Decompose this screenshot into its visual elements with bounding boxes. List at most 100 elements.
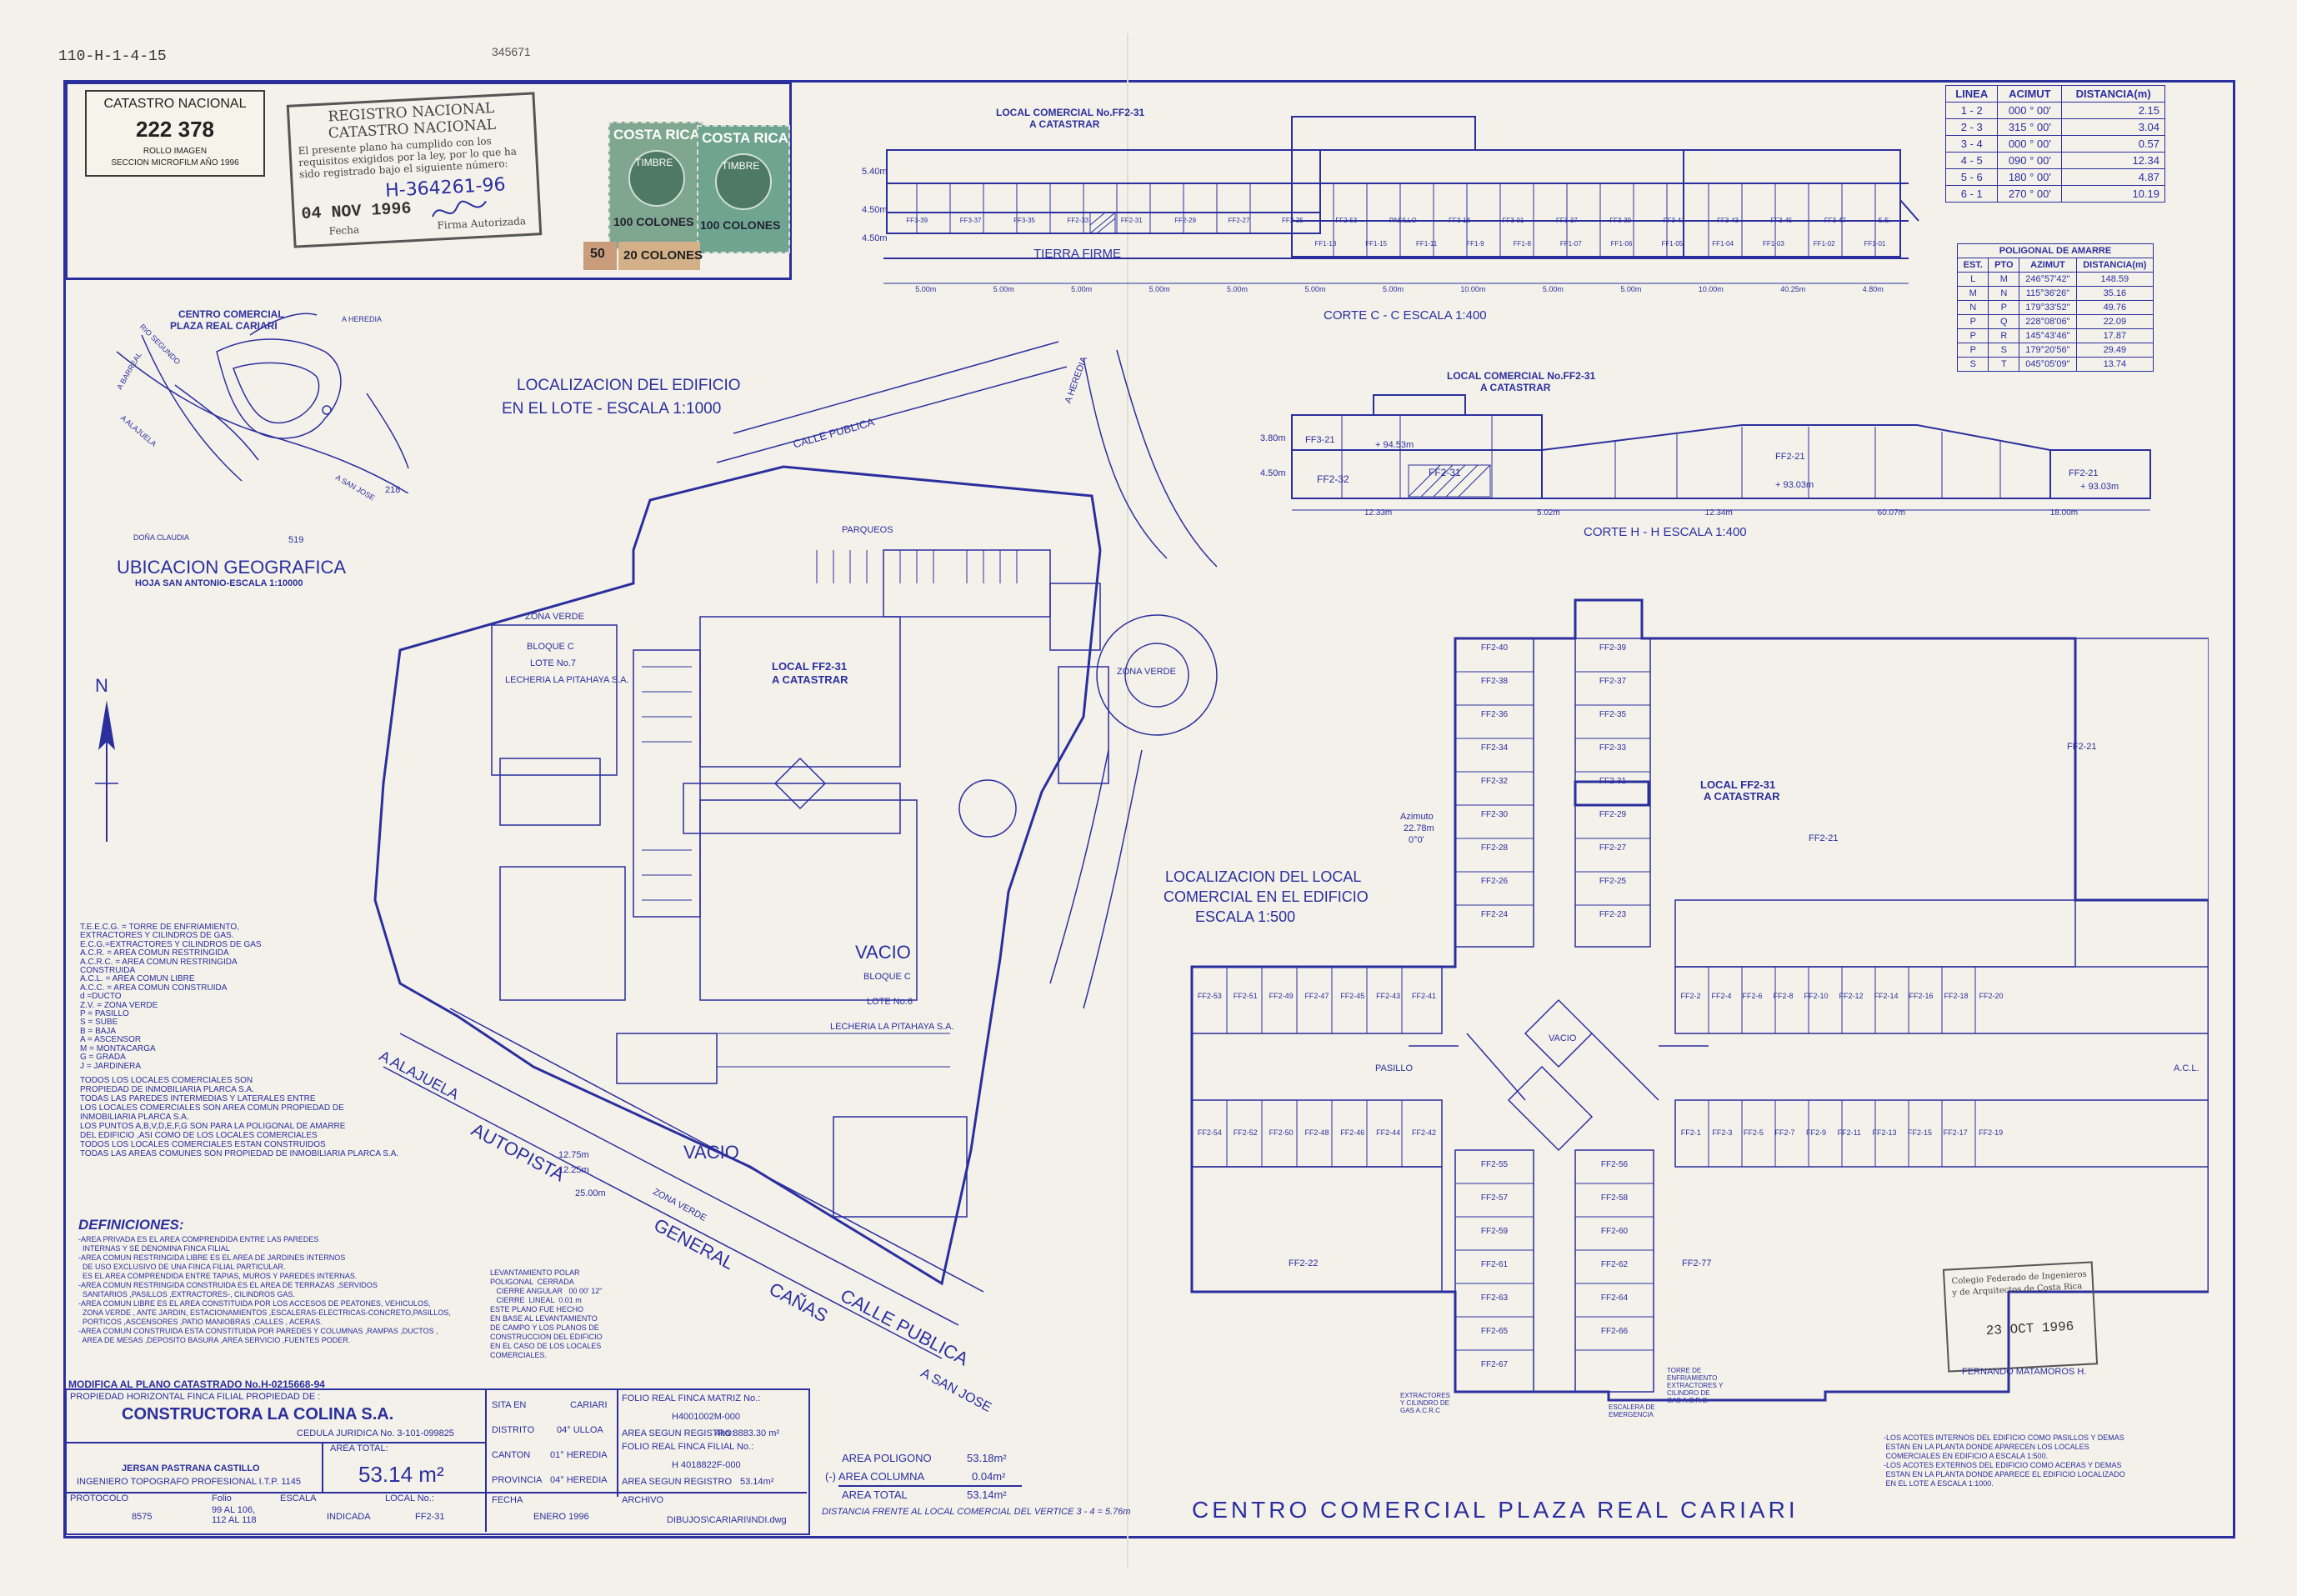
fold-line <box>1127 33 1128 1567</box>
unit-label: FF2-12 <box>1839 992 1864 1000</box>
unit-label: 5.00m <box>993 285 1014 293</box>
text-line: INTERNAS Y SE DENOMINA FINCA FILIAL <box>78 1244 230 1253</box>
unit-label: 5.00m <box>1304 285 1326 293</box>
unit-label: FF2-60 <box>1600 1227 1629 1236</box>
text-line: TODOS LOS LOCALES COMERCIALES ESTAN CONS… <box>80 1139 326 1149</box>
unit-label: FF2-44 <box>1376 1128 1401 1137</box>
text-line: A.C.C. = AREA COMUN CONSTRUIDA <box>80 983 228 993</box>
escalera-label: ESCALERA DE EMERGENCIA <box>1609 1403 1655 1418</box>
owner-name: CONSTRUCTORA LA COLINA S.A. <box>122 1405 394 1423</box>
text-line: ESTAN EN LA PLANTA DONDE APARECE EL EDIF… <box>1884 1470 2125 1478</box>
unit-label: 5.00m <box>1620 285 1642 293</box>
area-label: + 94.53m <box>1375 440 1414 450</box>
unit-label: FF2-51 <box>1233 992 1258 1000</box>
table-cell: 49.76 <box>2075 300 2154 315</box>
unit-label: FF2-6 <box>1742 992 1763 1000</box>
table-cell: M <box>1988 272 2020 287</box>
table-cell: 000 ° 00' <box>1997 135 2063 153</box>
map-label: 519 <box>288 535 304 545</box>
unit-label: FF3-18 <box>1449 217 1470 224</box>
area-registro2-label: AREA SEGUN REGISTRO <box>622 1477 733 1487</box>
unit-label: FF2-67 <box>1480 1360 1509 1369</box>
corte-hh: LOCAL COMERCIAL No.FF2-31 A CATASTRAR 3.… <box>1260 367 2159 542</box>
local-label2: A CATASTRAR <box>1704 790 1780 803</box>
unit-label: FF2-52 <box>1233 1128 1258 1137</box>
text-line: d =DUCTO <box>80 992 122 1002</box>
text-line: ESTAN EN LA PLANTA DONDE APARECEN LOS LO… <box>1884 1443 2089 1451</box>
unit-label: FF3-41 <box>1663 217 1685 224</box>
unit-label: 10.00m <box>1460 285 1486 293</box>
footer-divider <box>322 1442 323 1492</box>
table-header: ACIMUT <box>1997 85 2063 103</box>
width-label: 12.75m <box>558 1150 589 1160</box>
unit-label: FF2-27 <box>1599 843 1627 853</box>
table-cell: 179°33'52" <box>2019 300 2077 315</box>
catastro-line2: SECCION MICROFILM AÑO 1996 <box>111 158 239 168</box>
text-line: DE CAMPO Y LOS PLANOS DE <box>490 1323 599 1332</box>
text-line: TODOS LOS LOCALES COMERCIALES SON <box>80 1075 253 1085</box>
sheet-code: 110-H-1-4-15 <box>58 48 167 65</box>
footer-divider <box>65 1442 485 1443</box>
unit-label: FF2-42 <box>1411 1128 1436 1137</box>
lote-label: LOTE No.6 <box>867 997 913 1007</box>
table-header: EST. <box>1956 258 1989 273</box>
map-label: 218 <box>385 485 401 495</box>
unit-label: FF2-66 <box>1600 1327 1629 1336</box>
text-line: DEL EDIFICIO ,ASI COMO DE LOS LOCALES CO… <box>80 1130 318 1140</box>
unit-label: FF3-45 <box>1770 217 1793 224</box>
local-title1: LOCALIZACION DEL LOCAL <box>1165 868 1362 885</box>
folio-matriz-value: H4001002M-000 <box>672 1412 740 1422</box>
unit-label: FF2-14 <box>1874 992 1899 1000</box>
catastro-number: 222 378 <box>136 117 214 142</box>
unit-label: FF2-26 <box>1480 877 1509 886</box>
unit-label: FF2-28 <box>1480 843 1509 853</box>
parqueos-label: PARQUEOS <box>842 525 893 535</box>
acl-label: A.C.L. <box>2174 1063 2199 1073</box>
unit-label: FF2-5 <box>1743 1128 1764 1137</box>
definitions-title: DEFINICIONES: <box>78 1217 184 1233</box>
colegio-stamp: Colegio Federado de Ingenieros y de Arqu… <box>1942 1261 2099 1373</box>
extract-label: EXTRACTORES Y CILINDRO DE GAS A.C.R.C <box>1400 1392 1450 1414</box>
unit-label: 5.00m <box>1227 285 1249 293</box>
unit-label: FF2-43 <box>1376 992 1401 1000</box>
azimuth-note: Azimuto <box>1400 812 1434 822</box>
unit-label: FF3-01 <box>1502 217 1524 224</box>
unit-label: FF2-40 <box>1480 643 1509 653</box>
unit-label: FF2-61 <box>1480 1260 1509 1269</box>
unit-label: FF3-35 <box>1013 217 1035 224</box>
road-label: ZONA VERDE <box>1117 667 1176 677</box>
registro-stamp: REGISTRO NACIONAL CATASTRO NACIONAL El p… <box>286 92 543 248</box>
local-plan: LOCALIZACION DEL LOCAL COMERCIAL EN EL E… <box>1125 567 2209 1467</box>
table-header: DISTANCIA(m) <box>2061 85 2165 103</box>
unit-label: FF2-48 <box>1304 1128 1329 1137</box>
corte-hh-caption: CORTE H - H ESCALA 1:400 <box>1584 525 1747 539</box>
big-unit: FF2-22 <box>1289 1258 1319 1268</box>
table-cell: 2.15 <box>2061 102 2165 119</box>
text-line: T.E.E.C.G. = TORRE DE ENFRIAMIENTO, <box>80 923 239 932</box>
folio-filial-label: FOLIO REAL FINCA FILIAL No.: <box>622 1442 754 1452</box>
text-line: -AREA COMUN RESTRINGIDA LIBRE ES EL AREA… <box>78 1253 346 1262</box>
table-cell: 270 ° 00' <box>1997 185 2063 203</box>
unit-label: FF2-29 <box>1174 217 1197 224</box>
definitions-lines: -AREA PRIVADA ES EL AREA COMPRENDIDA ENT… <box>78 1235 478 1345</box>
site-local-label1: LOCAL FF2-31 <box>772 660 848 673</box>
unit-label: 4.80m <box>1862 285 1884 293</box>
owner7-label: LECHERIA LA PITAHAYA S.A. <box>505 675 629 685</box>
small-stamp-value: 50 <box>590 247 605 261</box>
unit-label: FF2-21 <box>1775 452 1805 462</box>
tax-stamp-1: COSTA RICA TIMBRE 100 COLONES <box>608 122 703 250</box>
stamp-value: 100 COLONES <box>700 218 781 232</box>
unit-label: FF2-9 <box>1806 1128 1827 1137</box>
unit-label: FF2-27 <box>1228 217 1250 224</box>
table-cell: P <box>1956 328 1989 343</box>
bloque-c-label: BLOQUE C <box>527 642 574 652</box>
area-label: + 93.03m <box>1775 480 1814 490</box>
text-line: ESTE PLANO FUE HECHO <box>490 1305 584 1313</box>
table-cell: 000 ° 00' <box>1997 102 2063 119</box>
